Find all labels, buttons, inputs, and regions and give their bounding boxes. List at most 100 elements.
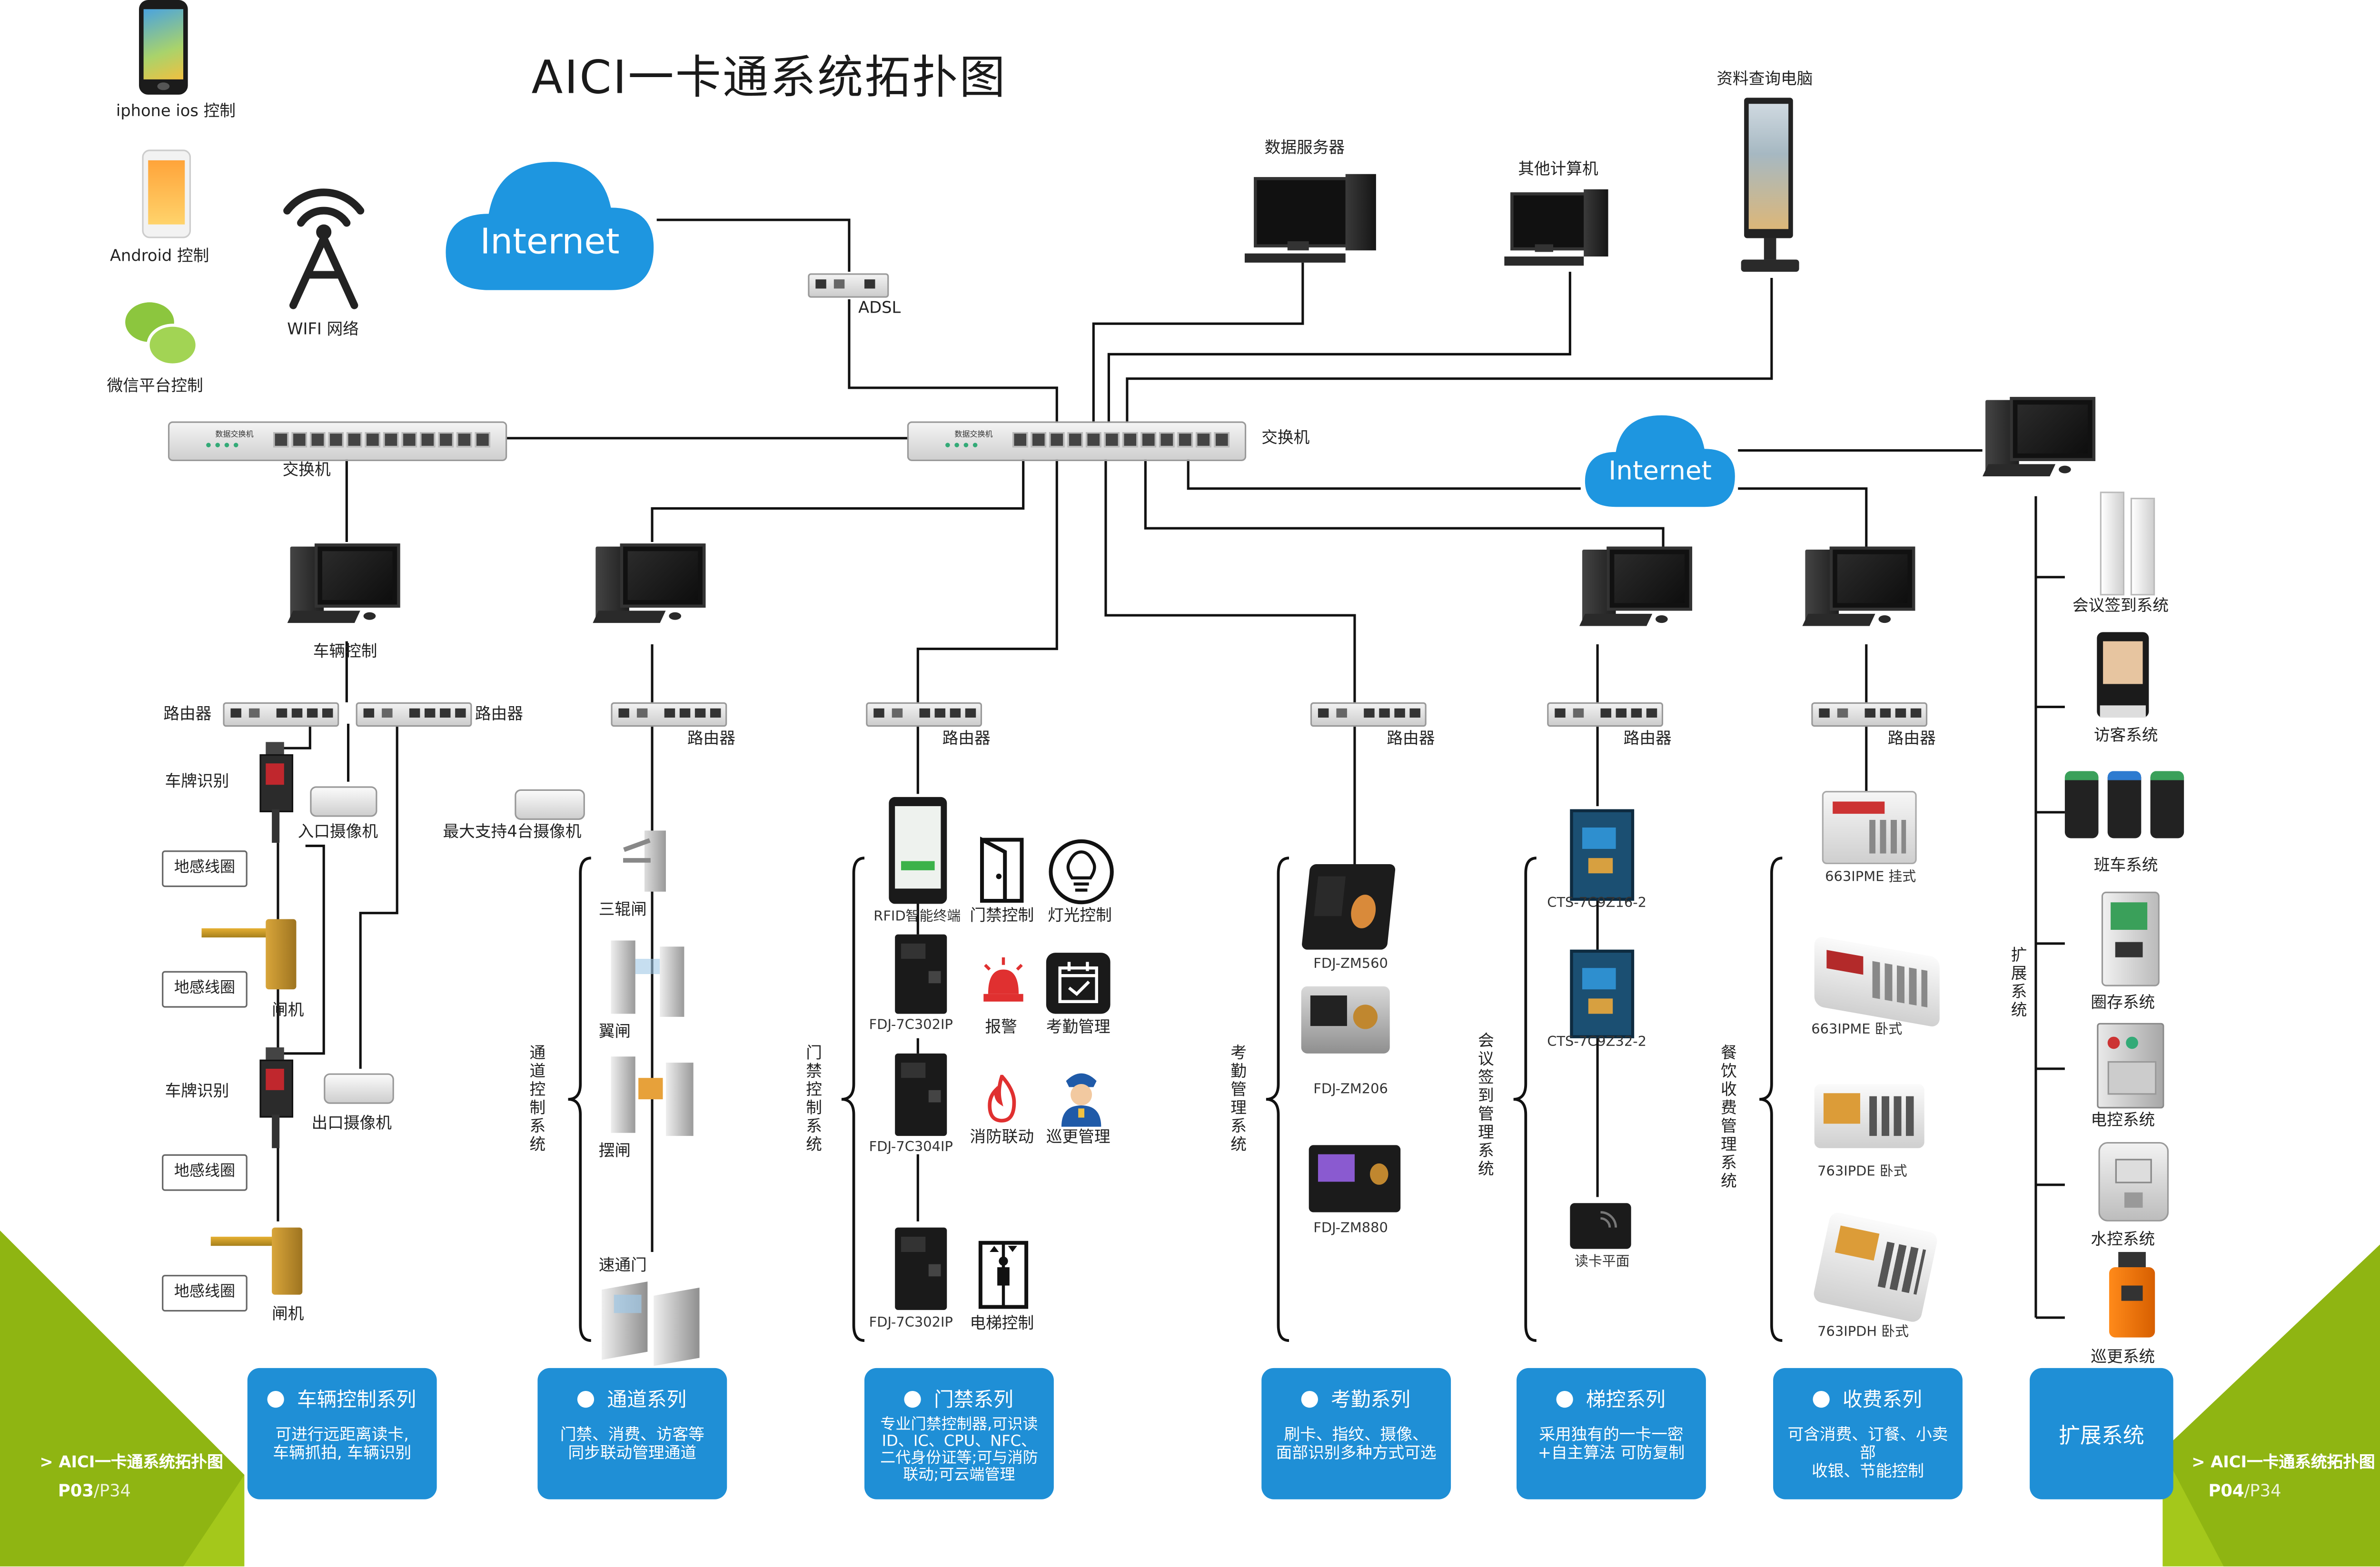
adsl-modem (808, 273, 889, 298)
switch-left-label: 交换机 (282, 461, 331, 480)
controller-3-icon (895, 1227, 947, 1310)
entry-camera-icon (310, 786, 377, 817)
max-camera-icon (515, 789, 585, 820)
access-vertical-label: 门禁控制系统 (806, 1044, 822, 1154)
meeting-pc (1579, 546, 1705, 639)
elevator-series-box: 梯控系列 采用独有的一卡一密+自主算法 可防复制 (1517, 1368, 1706, 1499)
bus-terminal-icon (2064, 771, 2187, 838)
guard-icon (1061, 1073, 1101, 1127)
meeting-gate-icon (2097, 492, 2158, 596)
channel-series-desc-2: 同步联动管理通道 (568, 1444, 697, 1463)
controller-3-label: FDJ-7C302IP (869, 1316, 953, 1331)
pos-3-label: 763IPDE 卧式 (1817, 1165, 1907, 1181)
expansion-series-box: 扩展系统 (2030, 1368, 2173, 1499)
terminal-label: RFID智能终端 (873, 910, 961, 926)
zm206-label: FDJ-ZM206 (1313, 1082, 1388, 1098)
wifi-tower-icon (283, 188, 365, 309)
plate-label-1: 车牌识别 (165, 772, 229, 791)
payment-series-desc-2: 收银、节能控制 (1812, 1462, 1924, 1481)
channel-pc (593, 543, 718, 635)
locker-kiosk-icon (2101, 891, 2160, 986)
alarm-label: 报警 (985, 1018, 1017, 1037)
attendance-vertical-label: 考勤管理系统 (1230, 1044, 1247, 1154)
zm560-icon (1301, 864, 1396, 950)
pos-2-label: 663IPME 卧式 (1811, 1023, 1903, 1038)
water-meter-icon (2098, 1142, 2169, 1222)
vehicle-series-box: 车辆控制系列 可进行远距离读卡,车辆抓拍, 车辆识别 (247, 1368, 437, 1499)
controller-2-icon (895, 1053, 947, 1136)
access-series-box: 门禁系列 专业门禁控制器,可识读 ID、IC、CPU、NFC、 二代身份证等;可… (864, 1368, 1054, 1499)
cts-1-label: CTS-7C9Z16-2 (1547, 896, 1647, 912)
data-server-pc (1244, 171, 1379, 266)
meeting-vertical-label: 会议签到管理系统 (1478, 1032, 1494, 1179)
channel-series-box: 通道系列 门禁、消费、访客等同步联动管理通道 (537, 1368, 727, 1499)
data-server-label: 数据服务器 (1264, 138, 1345, 158)
plate-camera-1-icon (259, 742, 294, 843)
footer-left-title: > AICI一卡通系统拓扑图 (40, 1453, 223, 1472)
android-label: Android 控制 (110, 247, 209, 266)
plate-camera-2-icon (259, 1047, 294, 1148)
vehicle-pc (287, 543, 413, 635)
access-series-desc-3: 二代身份证等;可与消防 (880, 1450, 1038, 1468)
switch-center: 数据交换机 (907, 421, 1247, 461)
door-label: 门禁控制 (970, 907, 1034, 926)
router-channel (611, 702, 727, 727)
router-vehicle-2 (356, 702, 472, 727)
wechat-label: 微信平台控制 (107, 377, 203, 396)
cts-2-label: CTS-7C9Z32-2 (1547, 1035, 1647, 1051)
ext-bus-label: 班车系统 (2093, 856, 2158, 875)
channel-series-title: 通道系列 (607, 1389, 687, 1412)
left-green-corner (0, 1231, 245, 1567)
ext-patrol-label: 巡更系统 (2091, 1348, 2155, 1367)
expansion-series-title: 扩展系统 (2059, 1424, 2144, 1449)
ext-meeting-label: 会议签到系统 (2072, 597, 2169, 616)
attendance-mgmt-label: 考勤管理 (1046, 1018, 1111, 1037)
router-meeting-label: 路由器 (1623, 729, 1672, 749)
footer-left-page: P03/P34 (58, 1481, 131, 1501)
ext-visitor-label: 访客系统 (2093, 727, 2158, 745)
other-pc-label: 其他计算机 (1518, 160, 1598, 179)
ground-loop-4: 地感线圈 (162, 1275, 248, 1312)
controller-1-icon (895, 934, 947, 1014)
dining-pc (1802, 546, 1927, 639)
expansion-pc (1983, 397, 2108, 489)
router-attendance (1310, 702, 1427, 727)
vehicle-series-title: 车辆控制系列 (297, 1389, 416, 1412)
attendance-series-title: 考勤系列 (1331, 1389, 1411, 1412)
reader-label: 读卡平面 (1574, 1255, 1630, 1271)
access-series-desc-1: 专业门禁控制器,可识读 (880, 1417, 1038, 1434)
card-reader-icon (1570, 1203, 1631, 1249)
zm206-icon (1301, 986, 1390, 1054)
router-access (866, 702, 982, 727)
channel-vertical-label: 通道控制系统 (529, 1044, 546, 1154)
attendance-calendar-icon (1046, 953, 1111, 1014)
gate-label-2: 闸机 (272, 1305, 304, 1324)
switch-brand-center: 数据交换机 (954, 430, 993, 440)
payment-series-box: 收费系列 可含消费、订餐、小卖部收银、节能控制 (1773, 1368, 1963, 1499)
iphone-icon (139, 0, 188, 95)
zm880-icon (1309, 1145, 1401, 1212)
speed-gate-icon (602, 1261, 705, 1366)
wing-label: 翼闸 (598, 1023, 631, 1042)
router-vehicle-2-label: 路由器 (475, 705, 523, 724)
router-channel-label: 路由器 (687, 729, 735, 749)
page-title: AICI一卡通系统拓扑图 (531, 52, 1007, 106)
router-attendance-label: 路由器 (1387, 729, 1435, 749)
cts-board-2-icon (1570, 949, 1635, 1038)
footer-right-title: > AICI一卡通系统拓扑图 (2192, 1453, 2375, 1472)
visitor-terminal-icon (2097, 632, 2149, 718)
switch-left: 数据交换机 (168, 421, 507, 461)
internet-cloud-2: Internet (1582, 409, 1738, 510)
ground-loop-2: 地感线圈 (162, 971, 248, 1008)
internet-2-label: Internet (1608, 456, 1712, 487)
plate-label-2: 车牌识别 (165, 1082, 229, 1101)
attendance-series-desc-2: 面部识别多种方式可选 (1276, 1444, 1437, 1463)
light-label: 灯光控制 (1048, 907, 1112, 926)
router-vehicle-1-label: 路由器 (163, 705, 212, 724)
vehicle-series-desc-1: 可进行远距离读卡, (275, 1426, 409, 1445)
internet-label: Internet (480, 223, 620, 263)
rfid-terminal-icon (889, 797, 947, 904)
zm560-label: FDJ-ZM560 (1313, 957, 1388, 973)
footer-right-page: P04/P34 (2208, 1481, 2281, 1501)
wechat-icon (125, 302, 199, 367)
